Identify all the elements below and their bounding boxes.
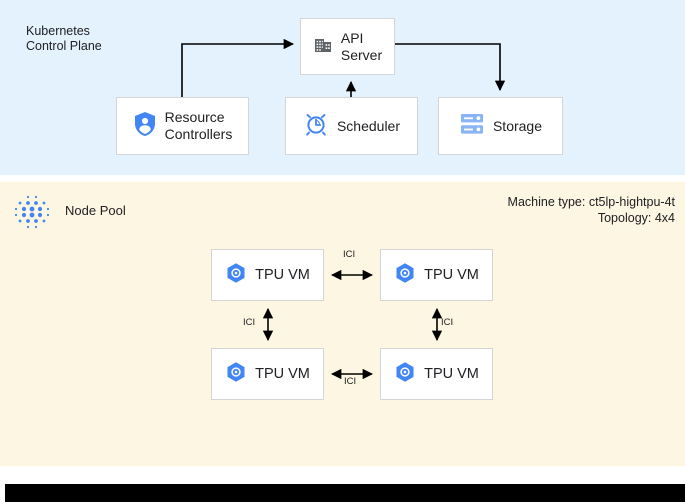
node-pool-label: Node Pool <box>65 203 126 218</box>
tpu-vm-box-1[interactable]: TPU VM <box>211 249 324 301</box>
bottom-bar <box>5 484 685 502</box>
tpu-vm-label: TPU VM <box>424 365 479 382</box>
storage-box[interactable]: Storage <box>438 97 563 155</box>
server-stack-icon <box>459 112 485 141</box>
tpu-hexagon-icon <box>225 361 247 388</box>
tpu-vm-box-4[interactable]: TPU VM <box>380 348 493 400</box>
topology-text: Topology: 4x4 <box>597 211 675 225</box>
tpu-hexagon-icon <box>394 361 416 388</box>
tpu-vm-box-2[interactable]: TPU VM <box>380 249 493 301</box>
tpu-vm-label: TPU VM <box>424 266 479 283</box>
machine-type-text: Machine type: ct5lp-hightpu-4t <box>507 195 675 209</box>
ici-label-top: ICI <box>343 249 356 260</box>
tpu-hexagon-icon <box>394 262 416 289</box>
api-server-box[interactable]: API Server <box>300 18 395 75</box>
ici-label-right: ICI <box>441 317 454 328</box>
alarm-clock-icon <box>303 111 329 142</box>
tpu-hexagon-icon <box>225 262 247 289</box>
tpu-vm-box-3[interactable]: TPU VM <box>211 348 324 400</box>
scheduler-label: Scheduler <box>336 117 401 134</box>
scheduler-box[interactable]: Scheduler <box>285 97 418 155</box>
tpu-vm-label: TPU VM <box>255 266 310 283</box>
dot-grid-icon <box>13 193 51 231</box>
node-pool-panel <box>0 182 685 466</box>
resource-controllers-box[interactable]: Resource Controllers <box>116 97 249 155</box>
ici-label-bottom: ICI <box>344 376 357 387</box>
building-icon <box>313 34 333 59</box>
tpu-vm-label: TPU VM <box>255 365 310 382</box>
resource-controllers-label: Resource Controllers <box>164 109 233 142</box>
api-server-label: API Server <box>340 29 383 63</box>
storage-label: Storage <box>492 117 543 134</box>
ici-label-left: ICI <box>243 317 256 328</box>
shield-person-icon <box>133 111 157 142</box>
control-plane-label: Kubernetes Control Plane <box>26 24 102 53</box>
node-pool-meta: Machine type: ct5lp-hightpu-4t Topology:… <box>508 194 675 226</box>
